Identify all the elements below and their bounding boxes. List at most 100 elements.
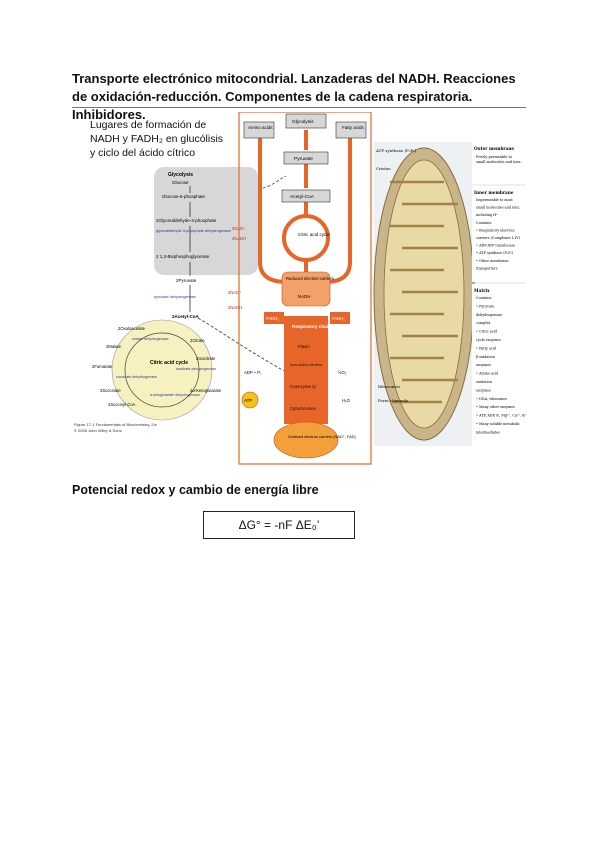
malate-label: 2Malate [106, 344, 122, 349]
matrix-line: • DNA, ribosomes [476, 397, 507, 401]
document-title: Transporte electrónico mitocondrial. Lan… [72, 71, 516, 122]
akg-label: 2α-Ketoglutarate [190, 388, 222, 393]
pdh-label: pyruvate dehydrogenase [154, 295, 196, 299]
reduced-carriers-label: Reduced electron carriers [286, 276, 334, 281]
left-panel: Lugares de formación de NADH y FADH₂ en … [74, 119, 287, 433]
inner-membrane-line: • Respiratory electron [476, 228, 515, 232]
caption-line-1: Figure 17-1 Fundamentals of Biochemistry… [74, 422, 158, 427]
o2-label: ½O₂ [338, 370, 347, 375]
matrix-line: enzymes [476, 388, 491, 392]
matrix-line: Contains: [476, 296, 492, 300]
atp-synthase-label: ATP synthase (F₀F₁) [375, 148, 417, 153]
outer-line-2: small molecules and ions. [476, 160, 522, 164]
reduced-carriers-box [281, 271, 331, 307]
matrix-title: Matrix [474, 288, 490, 293]
oxaloacetate-label: 2Oxaloacetate [118, 326, 146, 331]
title-rule [72, 107, 526, 108]
gapdh-label: glyceraldehyde-3-phosphate dehydrogenase [156, 229, 231, 233]
ribosomes-label: Ribosomes [378, 384, 400, 389]
chain-label: Respiratory chain [292, 324, 331, 329]
outer-line-1: Freely permeable to [476, 155, 512, 159]
oxidized-carriers-ellipse [273, 421, 339, 459]
center-panel: Amino acids Glycolysis Fatty acids Pyruv… [238, 112, 372, 465]
matrix-line: cycle enzymes [476, 338, 501, 342]
isocitrate-label: 2Isocitrate [196, 356, 216, 361]
nadh-mark-2: 2NADH [228, 305, 242, 310]
citrate-label: 2Citrate [190, 338, 205, 343]
fatty-acids-label: Fatty acids [342, 125, 365, 130]
bpg-label: 2 1,3-Bisphosphoglycerate [156, 254, 210, 259]
fes-label: Iron-sulfur centers [290, 362, 322, 367]
nad-mark-2: 2NAD⁺ [228, 290, 241, 295]
respiratory-chain-column [284, 316, 328, 424]
matrix-line: • ATP, ADP, Pᵢ, Mg²⁺, Ca²⁺, K⁺ [476, 414, 526, 418]
caption-line-2: © 2006 John Wiley & Sons [74, 428, 122, 433]
idh-label: isocitrate dehydrogenase [176, 367, 216, 371]
pyruvate-center-label: Pyruvate [294, 156, 313, 162]
pyruvate-center-box [283, 151, 329, 165]
center-nadh-label: NADH [298, 294, 310, 299]
fadh-left-label: FADH₂ [266, 316, 279, 321]
inner-title: Inner membrane [474, 190, 514, 195]
matrix-line: • Fatty acid [476, 346, 497, 350]
adp-label: ADP + Pᵢ [244, 370, 261, 375]
mitochondrion-panel: ATP synthase (F₀F₁) Cristae Ribosomes Po… [373, 142, 526, 446]
succinate-label: 2Succinate [100, 388, 121, 393]
pyruvate-label: 2Pyruvate [176, 278, 197, 283]
matrix-line: • Many soluble metabolic [476, 422, 520, 426]
glucose-label: Glucose [172, 180, 189, 185]
matrix-line: • Many other enzymes [476, 405, 515, 409]
acetylcoa-box [281, 189, 331, 203]
glycolysis-box [154, 167, 258, 275]
matrix-panel [472, 284, 526, 446]
glycolysis-head: Glycolysis [168, 172, 193, 178]
left-heading-line-2: NADH y FADH₂ en glucólisis [90, 133, 223, 145]
cyt-label: Cytochromes [290, 406, 317, 411]
sdh-label: succinate dehydrogenase [116, 375, 157, 379]
fumarate-label: 2Fumarate [92, 364, 113, 369]
matrix-line: • Amino acid [476, 372, 499, 376]
center-cycle-label: Citric acid cycle [298, 232, 330, 237]
inner-membrane-line: carriers (Complexes I–IV) [476, 236, 521, 240]
acetyl-label: 2Acetyl-CoA [172, 314, 200, 319]
amino-acids-label: Amino acids [248, 125, 273, 130]
matrix-line: enzymes [476, 363, 491, 367]
g6p-label: Glucose-6-phosphate [162, 194, 206, 199]
atp-label: ATP [244, 398, 252, 403]
fadh-right-box [330, 312, 350, 324]
porin-label: Porin channels [378, 398, 408, 403]
inner-membrane-line: Impermeable to most [476, 198, 513, 202]
section-subtitle: Potencial redox y cambio de energía libr… [72, 483, 319, 497]
mdh-label: malate dehydrogenase [132, 337, 169, 341]
inner-membrane-line: Contains: [476, 221, 492, 225]
glycolysis-center-box [285, 113, 327, 129]
inner-membrane-line: small molecules and ions, [476, 206, 520, 210]
gibbs-formula-box: ΔG° = -nF ΔE₀’ [203, 511, 355, 539]
inner-membrane-line: including H⁺ [476, 213, 498, 217]
outer-membrane-panel [472, 142, 526, 184]
left-heading-line-3: y ciclo del ácido cítrico [90, 147, 195, 159]
left-heading-line-1: Lugares de formación de [90, 119, 206, 131]
h2o-label: H₂O [342, 398, 351, 403]
metabolism-figure: Lugares de formación de NADH y FADH₂ en … [74, 112, 526, 465]
citric-cycle-circle [111, 319, 213, 421]
acetylcoa-center-label: Acetyl-CoA [290, 194, 315, 200]
matrix-line: dehydrogenase [476, 313, 502, 317]
inner-membrane-line: transporters [476, 266, 498, 270]
cycle-center-label: Citric acid cycle [150, 360, 188, 366]
inner-membrane-panel [472, 186, 526, 282]
g3p-label: 2Glyceraldehyde-3-phosphate [156, 218, 217, 223]
fatty-acids-box [335, 121, 367, 139]
inner-membrane-line: • ADP-ATP translocase [476, 244, 515, 248]
center-cycle-ring [282, 214, 330, 262]
atp-burst [241, 391, 259, 409]
succinylcoa-label: 2Succinyl-CoA [108, 402, 136, 407]
oxidized-label: Oxidized electron carriers (NAD⁺, FAD) [288, 434, 356, 439]
flavin-label: Flavin [298, 344, 310, 349]
matrix-line: complex [476, 321, 490, 325]
matrix-line: • Pyruvate [476, 304, 494, 308]
matrix-line: intermediates [476, 430, 500, 434]
matrix-line: • Citric acid [476, 330, 498, 334]
glycolysis-center-label: Glycolysis [292, 119, 314, 125]
outer-title: Outer membrane [474, 146, 514, 151]
